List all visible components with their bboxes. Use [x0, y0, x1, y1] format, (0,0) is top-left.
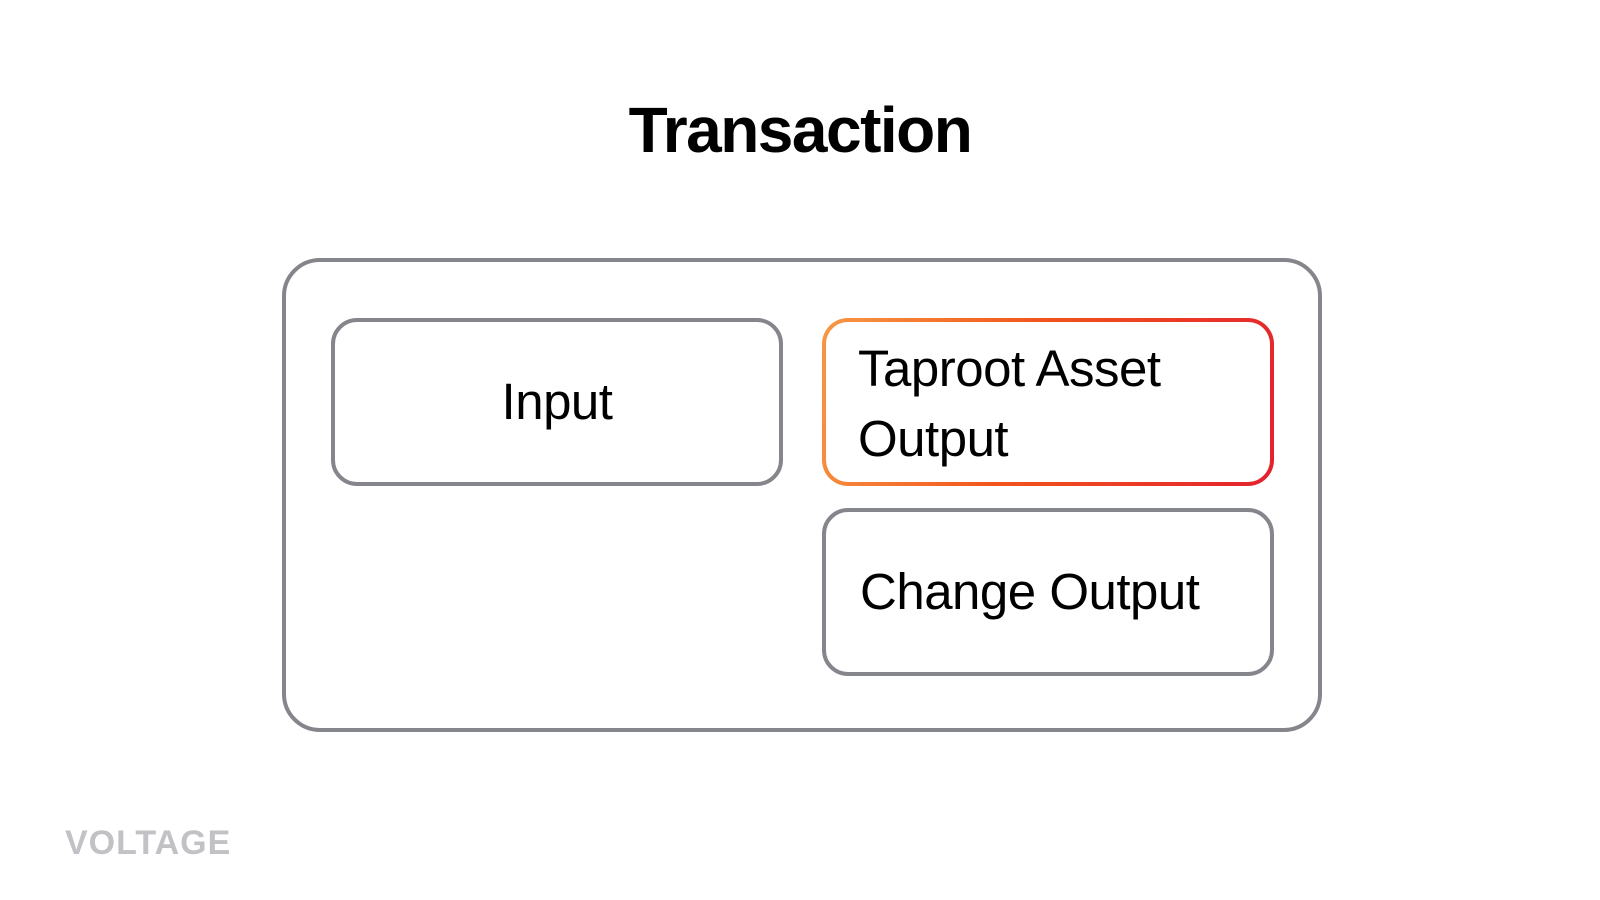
taproot-asset-output-inner: Taproot Asset Output: [826, 322, 1270, 482]
voltage-logo: VOLTAGE: [65, 824, 232, 862]
diagram-title: Transaction: [628, 94, 973, 166]
taproot-label-line2: Output: [858, 410, 1009, 467]
transaction-container: [282, 258, 1322, 732]
change-output-label: Change Output: [860, 563, 1200, 620]
input-box: Input: [331, 318, 783, 486]
taproot-asset-output-box: Taproot Asset Output: [822, 318, 1274, 486]
input-label: Input: [501, 373, 613, 430]
taproot-label-line1: Taproot Asset: [858, 340, 1161, 397]
change-output-box: Change Output: [822, 508, 1274, 676]
